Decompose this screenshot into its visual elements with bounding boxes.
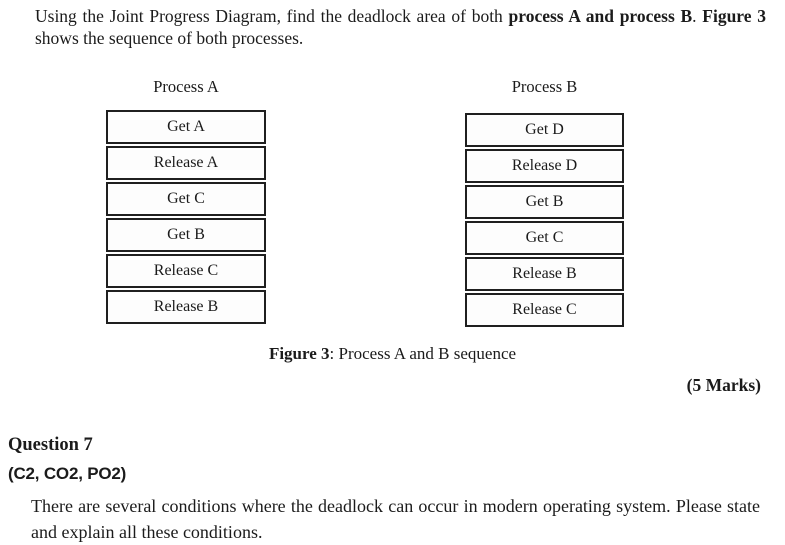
intro-text-2: .: [692, 6, 703, 26]
process-b-step: Get B: [465, 185, 624, 219]
process-a-step: Get C: [106, 182, 266, 216]
figure-caption-label: Figure 3: [268, 344, 330, 363]
intro-text-bold-figure-ref: Figure 3: [702, 6, 766, 26]
intro-text-bold-processes: process A and process B: [508, 6, 693, 26]
question-7-body: There are several conditions where the d…: [31, 496, 760, 542]
process-b-step: Release C: [465, 293, 624, 327]
process-b-sequence: Get D Release D Get B Get C Release B Re…: [465, 113, 624, 327]
process-b-step: Get C: [465, 221, 624, 255]
intro-paragraph: Using the Joint Progress Diagram, find t…: [35, 5, 766, 49]
process-a-step: Release A: [106, 146, 266, 180]
process-b-title: Process B: [511, 77, 578, 96]
question-7-outcome-codes: (C2, CO2, PO2): [8, 464, 127, 483]
process-a-step: Release B: [106, 290, 266, 324]
process-b-step: Release D: [465, 149, 624, 183]
process-a-step: Get B: [106, 218, 266, 252]
process-a-title: Process A: [153, 77, 219, 96]
process-b-step: Release B: [465, 257, 624, 291]
question-7-heading: Question 7: [8, 435, 93, 455]
process-a-sequence: Get A Release A Get C Get B Release C Re…: [106, 110, 266, 324]
process-b-step: Get D: [465, 113, 624, 147]
process-a-step: Get A: [106, 110, 266, 144]
marks-label: (5 Marks): [686, 375, 761, 395]
process-a-step: Release C: [106, 254, 266, 288]
figure-caption-text: : Process A and B sequence: [329, 344, 517, 363]
intro-text-3: shows the sequence of both processes.: [35, 28, 304, 48]
figure-caption: Figure 3: Process A and B sequence: [0, 344, 785, 364]
intro-text-1: Using the Joint Progress Diagram, find t…: [35, 6, 509, 26]
